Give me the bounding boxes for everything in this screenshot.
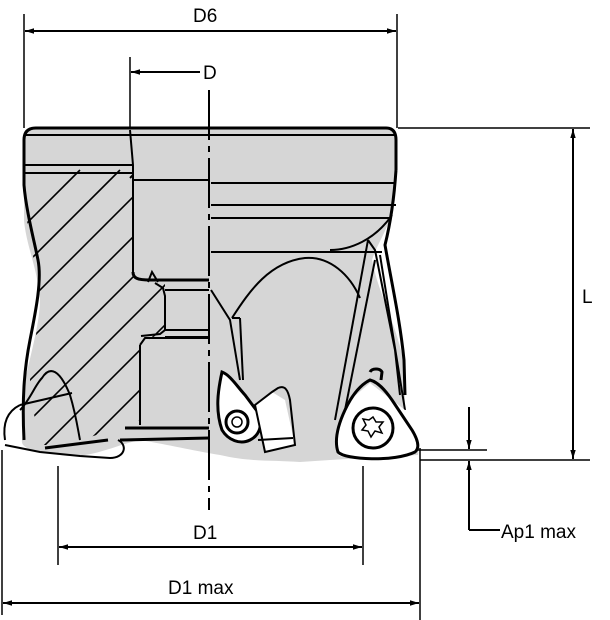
label-d1: D1 bbox=[193, 523, 217, 544]
dimension-d: D bbox=[129, 57, 217, 128]
dimension-l: L bbox=[398, 127, 593, 461]
right-profile bbox=[383, 169, 407, 396]
insert-right bbox=[334, 367, 420, 461]
dimension-ap1-max: Ap1 max bbox=[418, 407, 576, 543]
dimension-d1: D1 bbox=[57, 466, 364, 565]
label-l: L bbox=[582, 287, 593, 308]
body-fill bbox=[21, 128, 419, 462]
dimension-d1-max: D1 max bbox=[1, 448, 421, 620]
label-d6: D6 bbox=[193, 6, 217, 27]
label-d1-max: D1 max bbox=[168, 578, 234, 599]
insert-left bbox=[216, 369, 297, 454]
dimension-d6: D6 bbox=[23, 6, 398, 128]
label-d: D bbox=[203, 63, 217, 84]
label-ap1-max: Ap1 max bbox=[501, 522, 576, 543]
torx-screw-icon bbox=[360, 415, 385, 439]
